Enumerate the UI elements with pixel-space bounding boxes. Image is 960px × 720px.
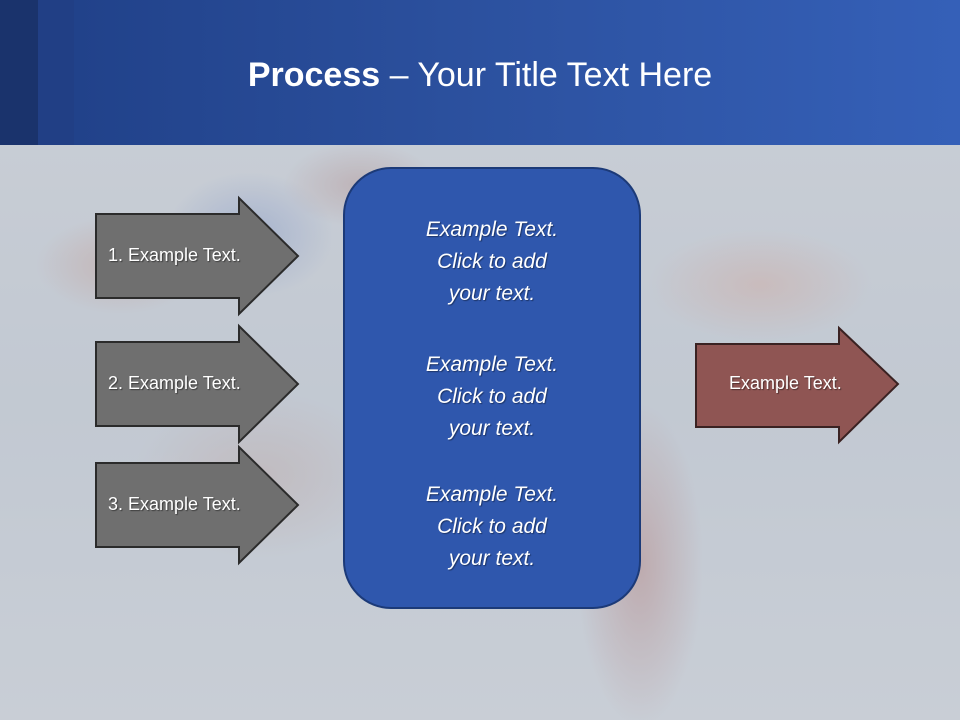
header-accent xyxy=(38,0,74,145)
center-text-1: Example Text. Click to add your text. xyxy=(425,218,559,305)
step-label: 3. Example Text. xyxy=(108,494,241,514)
arrow-shape xyxy=(95,323,300,445)
center-text-3: Example Text. Click to add your text. xyxy=(425,483,559,570)
output-arrow[interactable]: Example Text. xyxy=(695,325,900,445)
step-arrow-1[interactable]: 1. Example Text. xyxy=(95,195,300,317)
step-label: 1. Example Text. xyxy=(108,245,241,265)
arrow-shape xyxy=(695,325,900,445)
arrow-shape xyxy=(95,444,300,566)
center-text-2: Example Text. Click to add your text. xyxy=(425,353,559,440)
step-arrow-3[interactable]: 3. Example Text. xyxy=(95,444,300,566)
output-label: Example Text. xyxy=(729,373,842,393)
slide-title[interactable]: Process – Your Title Text Here xyxy=(74,52,886,98)
header-accent-dark xyxy=(0,0,38,145)
title-bold: Process xyxy=(247,56,381,94)
step-arrow-2[interactable]: 2. Example Text. xyxy=(95,323,300,445)
step-label: 2. Example Text. xyxy=(108,373,241,393)
arrow-shape xyxy=(95,195,300,317)
title-band: Process – Your Title Text Here xyxy=(0,0,960,145)
center-panel[interactable]: Example Text. Click to add your text. Ex… xyxy=(343,167,641,609)
title-rest: – Your Title Text Here xyxy=(380,56,713,94)
